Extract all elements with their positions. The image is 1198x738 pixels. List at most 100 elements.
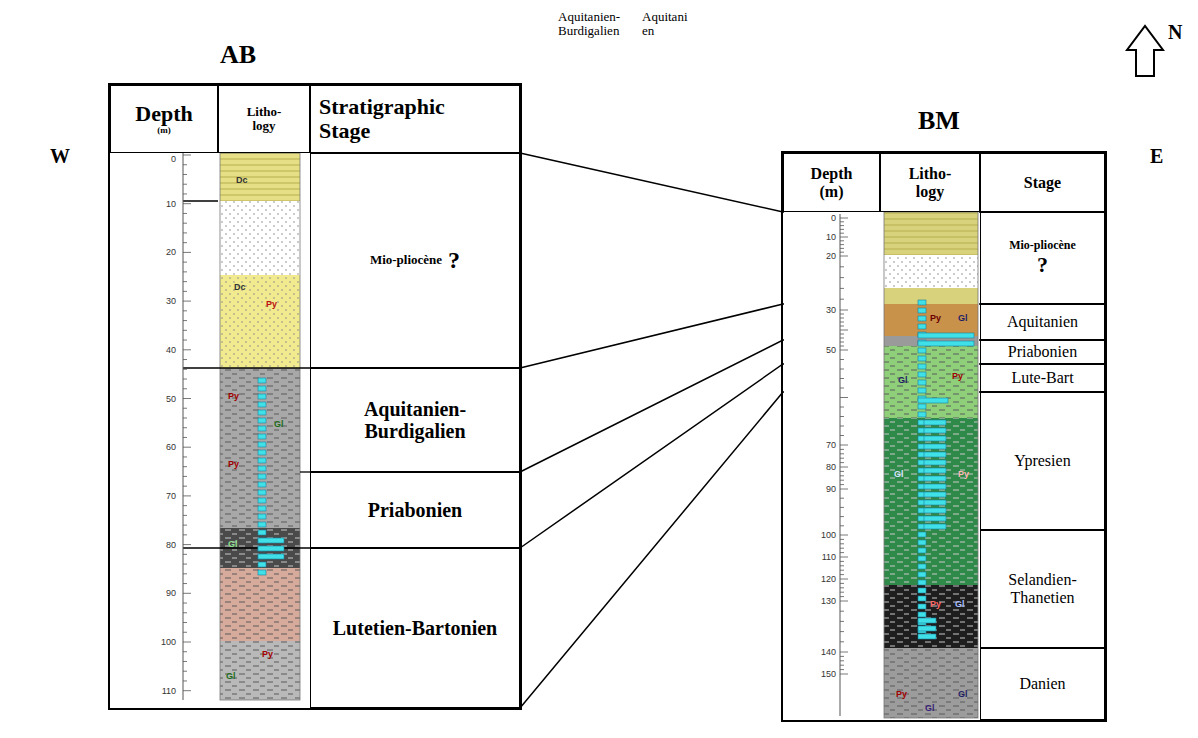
fossil-symbol bbox=[924, 484, 946, 489]
fossil-symbol bbox=[258, 450, 266, 455]
ruler-tick bbox=[183, 564, 187, 565]
ruler-tick bbox=[840, 656, 844, 657]
ruler-tick bbox=[840, 277, 844, 278]
shale-band bbox=[220, 368, 300, 528]
header-cell: Depth (m) bbox=[783, 153, 880, 212]
depth-number: 0 bbox=[144, 155, 176, 164]
ruler-ticks bbox=[183, 155, 848, 691]
stage-cell: Ypresien bbox=[980, 392, 1105, 530]
column-outline bbox=[884, 212, 978, 718]
sand-band bbox=[220, 201, 300, 275]
fossil-symbol bbox=[924, 428, 946, 433]
ruler-tick bbox=[840, 674, 848, 675]
ruler-tick bbox=[183, 642, 191, 643]
ruler-tick bbox=[840, 266, 844, 267]
fossil-symbol bbox=[918, 618, 936, 623]
fossil-symbol bbox=[918, 356, 926, 361]
ruler-tick bbox=[840, 570, 844, 571]
mineral-code: Py bbox=[266, 300, 277, 309]
fossil-symbol bbox=[918, 388, 926, 393]
fossil-symbol bbox=[924, 468, 946, 473]
mineral-code: Py bbox=[930, 314, 941, 323]
ruler-tick bbox=[183, 232, 187, 233]
ruler-tick bbox=[183, 379, 187, 380]
mineral-code: Py bbox=[958, 470, 969, 479]
fossil-symbol bbox=[258, 506, 266, 511]
ruler-tick bbox=[183, 193, 187, 194]
ruler-tick bbox=[183, 213, 187, 214]
ruler-tick bbox=[183, 349, 191, 350]
depth-number: 70 bbox=[144, 492, 176, 501]
ruler-tick bbox=[183, 164, 187, 165]
ruler-tick bbox=[840, 557, 848, 558]
ruler-tick bbox=[840, 579, 848, 580]
mineral-code: Py bbox=[952, 372, 963, 381]
ruler-tick bbox=[840, 611, 844, 612]
ruler-tick bbox=[840, 310, 848, 311]
fossil-symbol bbox=[918, 341, 974, 346]
stage-cell: Priabonien bbox=[310, 472, 520, 548]
ruler-tick bbox=[840, 237, 848, 238]
ruler-tick bbox=[840, 561, 844, 562]
ruler-tick bbox=[183, 534, 187, 535]
fossil-symbol bbox=[918, 556, 926, 561]
fossil-symbol bbox=[924, 508, 946, 513]
ruler-tick bbox=[183, 262, 187, 263]
ruler-tick bbox=[183, 632, 187, 633]
depth-number: 100 bbox=[804, 531, 836, 540]
ruler-tick bbox=[183, 486, 187, 487]
ruler-tick bbox=[840, 426, 844, 427]
ruler-tick bbox=[183, 661, 187, 662]
depth-number: 130 bbox=[804, 597, 836, 606]
mineral-code: Gl bbox=[898, 376, 908, 385]
mineral-code: Gl bbox=[274, 420, 284, 429]
header-text: Litho- logy bbox=[242, 105, 287, 134]
ruler-tick bbox=[183, 320, 187, 321]
fossil-symbol bbox=[924, 460, 946, 465]
shale-band bbox=[884, 648, 978, 718]
sand-band bbox=[884, 255, 978, 288]
stage-cell: Lutetien-Bartonien bbox=[310, 548, 520, 708]
column-outline bbox=[220, 153, 300, 700]
boundary-line bbox=[300, 471, 310, 472]
depth-number: 120 bbox=[804, 575, 836, 584]
ruler-tick bbox=[840, 445, 848, 446]
fossil-symbol bbox=[918, 316, 926, 321]
north-arrow bbox=[1127, 26, 1163, 76]
mineral-code: Py bbox=[896, 690, 907, 699]
fossil-symbol bbox=[924, 524, 946, 529]
mineral-code: Py bbox=[228, 460, 239, 469]
ruler-tick bbox=[840, 221, 844, 222]
shale-band bbox=[884, 648, 978, 718]
mineral-code: Dc bbox=[236, 176, 248, 185]
ruler-tick bbox=[840, 225, 844, 226]
fossil-symbol bbox=[258, 546, 284, 551]
stage-name: Danien bbox=[1019, 675, 1065, 693]
stage-name: Priabonien bbox=[368, 499, 462, 521]
fossil-symbol bbox=[258, 458, 266, 463]
ruler-tick bbox=[183, 291, 187, 292]
ruler-tick bbox=[840, 318, 844, 319]
ruler-tick bbox=[183, 408, 187, 409]
stray-note: Aquitanien-Burdigalien bbox=[558, 10, 648, 37]
ruler-tick bbox=[183, 690, 191, 691]
fossil-symbol bbox=[918, 564, 926, 569]
sand-band bbox=[884, 255, 978, 288]
fossil-symbol bbox=[918, 300, 926, 305]
ruler-tick bbox=[183, 271, 187, 272]
ruler-tick bbox=[840, 592, 844, 593]
fossil-symbol bbox=[258, 410, 266, 415]
ruler-tick bbox=[840, 665, 844, 666]
depth-number: 80 bbox=[144, 541, 176, 550]
ruler-tick bbox=[840, 314, 844, 315]
ruler-tick bbox=[183, 651, 187, 652]
fossil-symbol bbox=[258, 482, 266, 487]
mineral-code: Gl bbox=[955, 600, 965, 609]
stage-name: Lute-Bart bbox=[1011, 369, 1073, 387]
mineral-code: Py bbox=[262, 650, 273, 659]
ruler-tick bbox=[183, 495, 191, 496]
ruler-tick bbox=[840, 641, 844, 642]
ruler-tick bbox=[183, 174, 187, 175]
ruler-tick bbox=[840, 378, 844, 379]
correlation-line bbox=[520, 153, 980, 212]
